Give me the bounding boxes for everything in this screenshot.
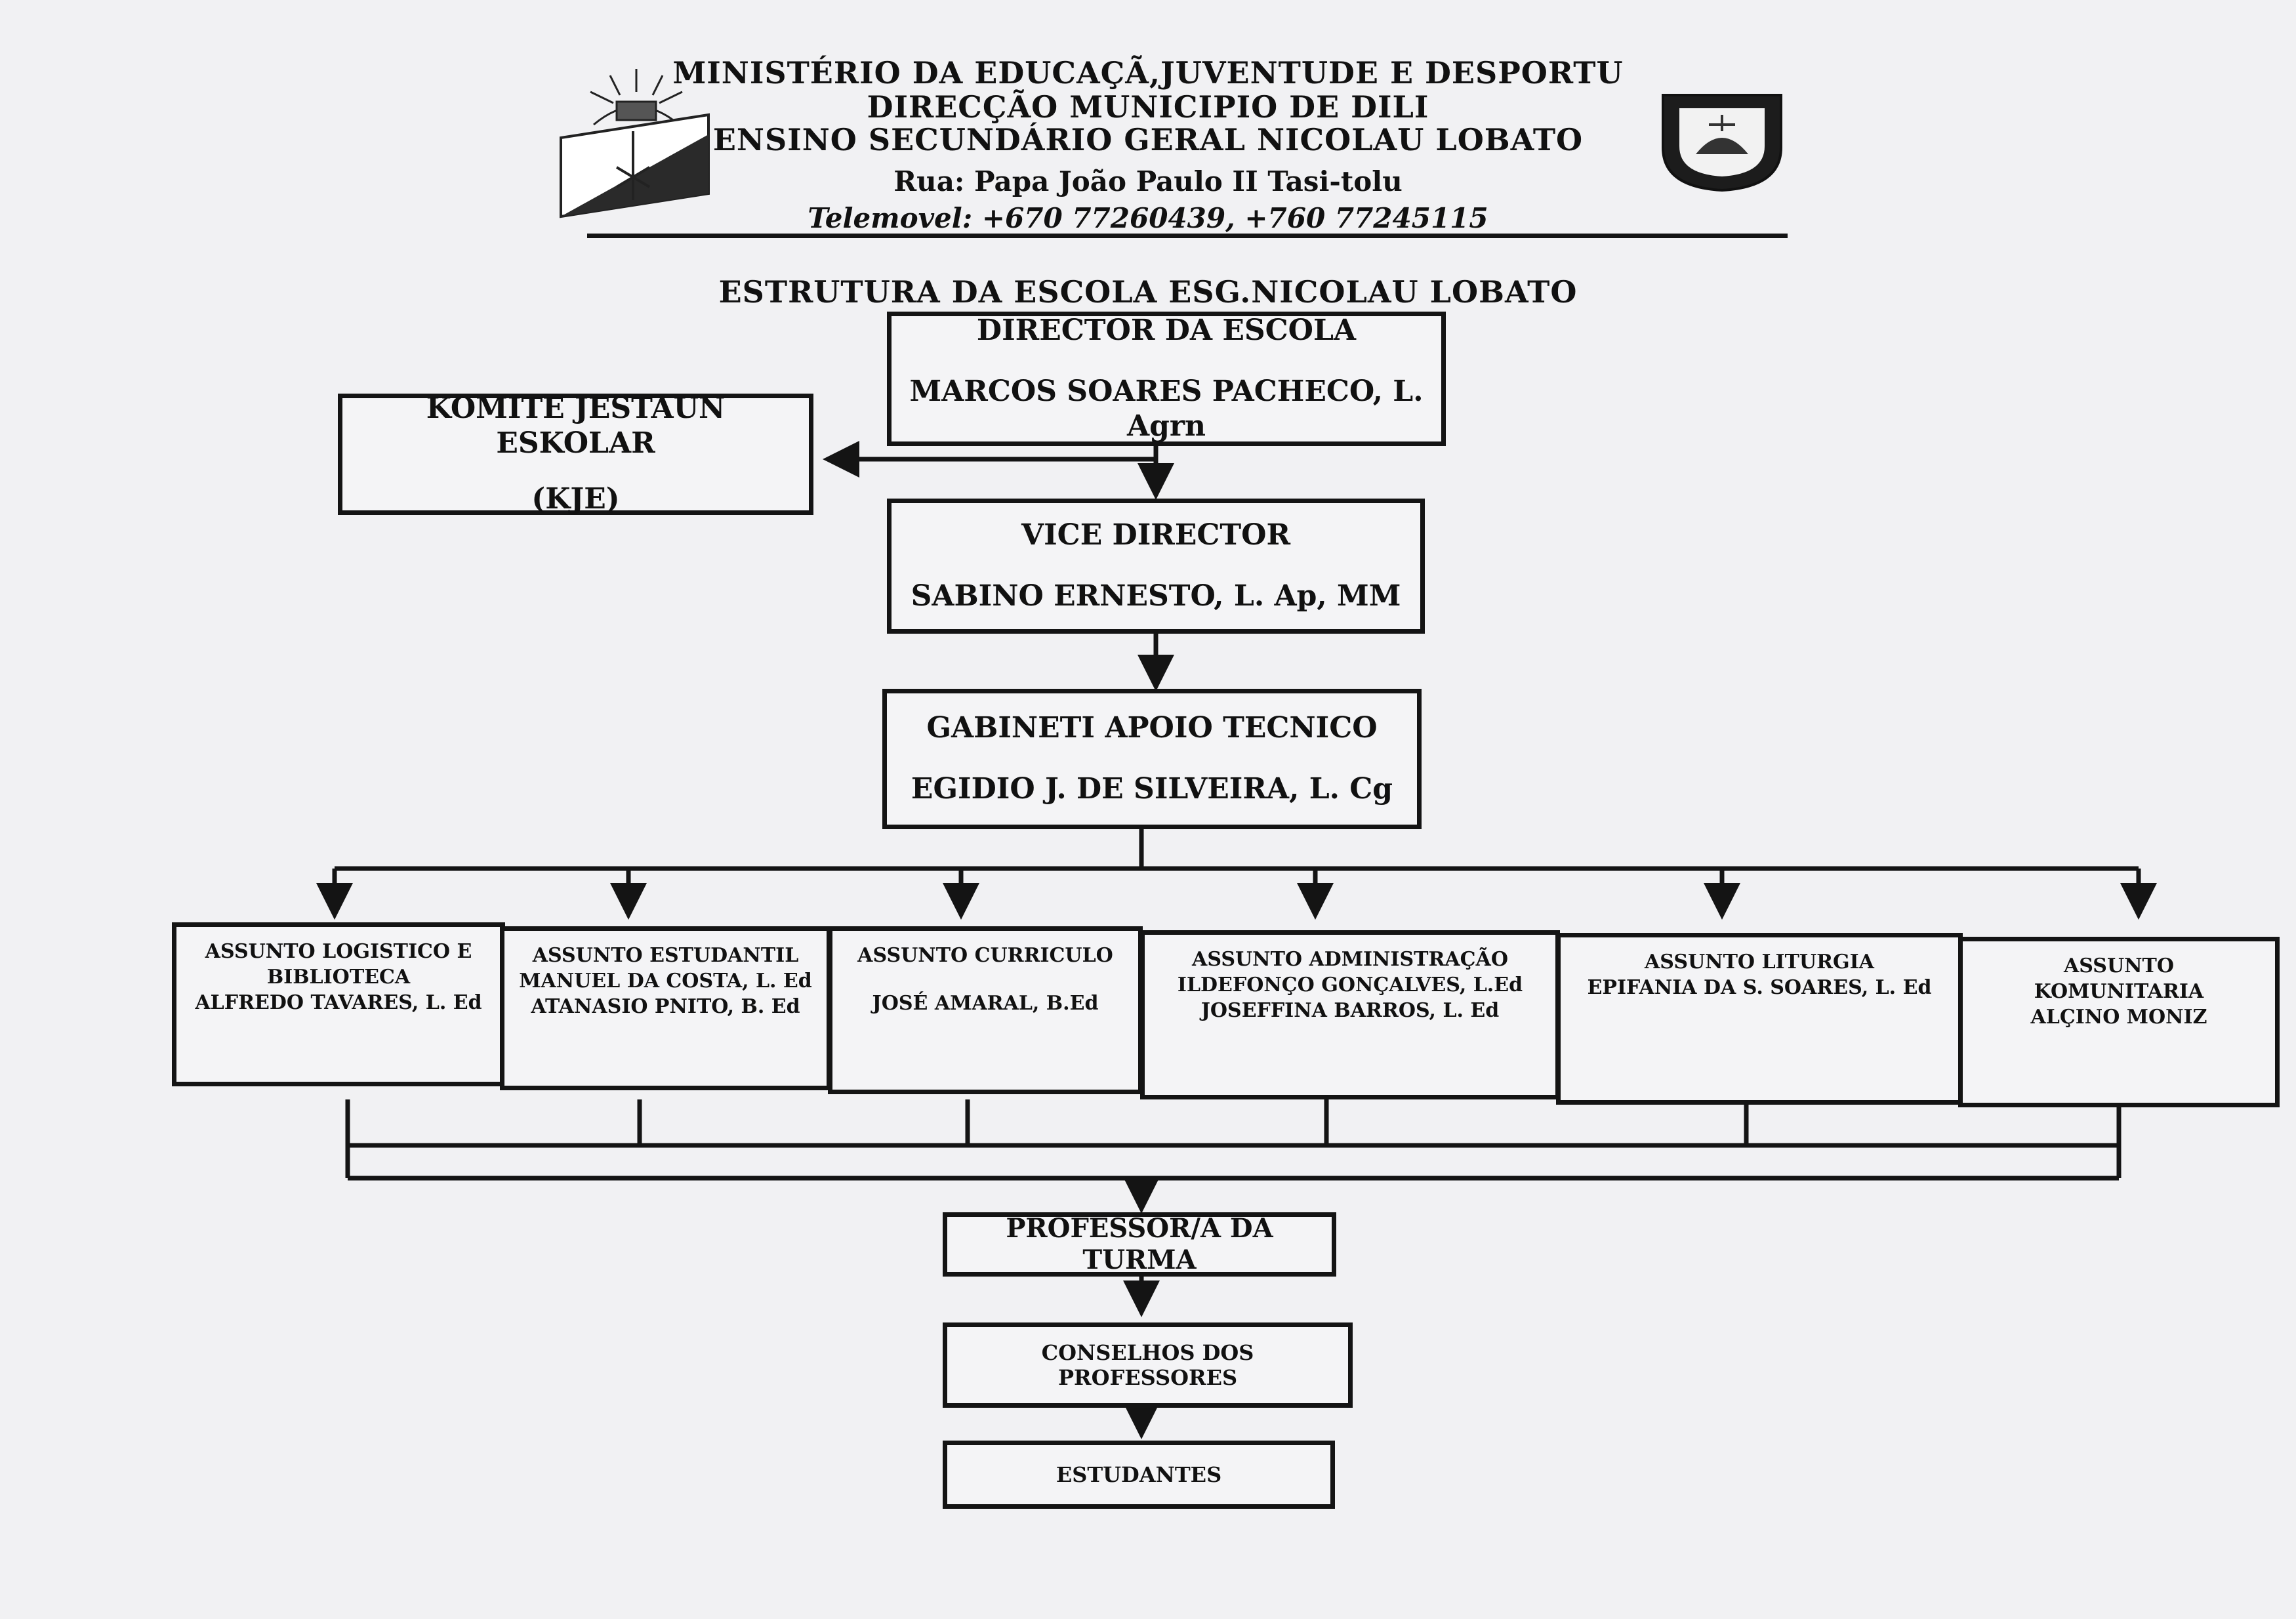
dept-logistics-box: ASSUNTO LOGISTICO E BIBLIOTECA ALFREDO T… (172, 922, 505, 1086)
director-box: DIRECTOR DA ESCOLA MARCOS SOARES PACHECO… (887, 312, 1446, 446)
technical-office-name: EGIDIO J. DE SILVEIRA, L. Cg (911, 772, 1393, 806)
committee-box: KOMITE JESTAUN ESKOLAR (KJE) (338, 392, 813, 516)
dept-liturgy-box: ASSUNTO LITURGIA EPIFANIA DA S. SOARES, … (1556, 933, 1963, 1105)
dept-logistics-title: ASSUNTO LOGISTICO E (205, 940, 472, 963)
dept-student-head: MANUEL DA COSTA, L. Ed (519, 970, 812, 993)
technical-office-role: GABINETI APOIO TECNICO (926, 711, 1378, 745)
dept-community-title: ASSUNTO (2064, 954, 2174, 977)
director-name: MARCOS SOARES PACHECO, L. Agrn (909, 375, 1424, 443)
dept-curriculum-box: ASSUNTO CURRICULO JOSÉ AMARAL, B.Ed (828, 926, 1143, 1094)
teachers-council-label-2: PROFESSORES (1057, 1365, 1238, 1390)
dept-student-head-2: ATANASIO PNITO, B. Ed (531, 995, 800, 1018)
dept-curriculum-head: JOSÉ AMARAL, B.Ed (872, 992, 1099, 1015)
directorate-title: DIRECÇÃO MUNICIPIO DE DILI (867, 89, 1429, 125)
class-teacher-label: PROFESSOR/A DA TURMA (1006, 1213, 1273, 1275)
teachers-council-box: CONSELHOS DOS PROFESSORES (943, 1322, 1353, 1408)
director-role: DIRECTOR DA ESCOLA (976, 314, 1357, 348)
dept-student-box: ASSUNTO ESTUDANTIL MANUEL DA COSTA, L. E… (500, 926, 831, 1090)
teachers-council-label: CONSELHOS DOS (1041, 1340, 1254, 1365)
dept-administration-box: ASSUNTO ADMINISTRAÇÃO ILDEFONÇO GONÇALVE… (1140, 930, 1560, 1099)
dept-community-box: ASSUNTO KOMUNITARIA ALÇINO MONIZ (1958, 937, 2280, 1107)
school-name: ENSINO SECUNDÁRIO GERAL NICOLAU LOBATO (712, 122, 1584, 157)
school-shield-emblem-icon (1662, 94, 1782, 192)
vice-director-role: VICE DIRECTOR (1021, 518, 1291, 552)
school-flag-emblem-icon (560, 69, 710, 218)
dept-administration-head-2: JOSEFFINA BARROS, L. Ed (1200, 999, 1500, 1022)
vice-director-name: SABINO ERNESTO, L. Ap, MM (911, 579, 1401, 613)
dept-community-title-2: KOMUNITARIA (2034, 980, 2204, 1003)
dept-liturgy-title: ASSUNTO LITURGIA (1645, 951, 1874, 973)
students-label: ESTUDANTES (1056, 1462, 1222, 1487)
class-teacher-box: PROFESSOR/A DA TURMA (943, 1212, 1336, 1277)
dept-student-title: ASSUNTO ESTUDANTIL (532, 944, 799, 967)
dept-liturgy-head: EPIFANIA DA S. SOARES, L. Ed (1587, 976, 1932, 999)
school-phone: Telemovel: +670 77260439, +760 77245115 (808, 202, 1488, 234)
dept-logistics-title-2: BIBLIOTECA (266, 966, 411, 989)
dept-community-head: ALÇINO MONIZ (2030, 1006, 2207, 1029)
ministry-title: MINISTÉRIO DA EDUCAÇÃ,JUVENTUDE E DESPOR… (672, 55, 1624, 91)
vice-director-box: VICE DIRECTOR SABINO ERNESTO, L. Ap, MM (887, 499, 1425, 634)
chart-title: ESTRUTURA DA ESCOLA ESG.NICOLAU LOBATO (718, 274, 1578, 310)
dept-curriculum-title: ASSUNTO CURRICULO (857, 944, 1113, 967)
header-divider (587, 234, 1788, 238)
students-box: ESTUDANTES (943, 1441, 1335, 1509)
dept-logistics-head: ALFREDO TAVARES, L. Ed (195, 991, 482, 1014)
school-address: Rua: Papa João Paulo II Tasi-tolu (893, 165, 1403, 197)
committee-abbr: (KJE) (531, 482, 620, 516)
dept-administration-title: ASSUNTO ADMINISTRAÇÃO (1192, 948, 1508, 971)
technical-office-box: GABINETI APOIO TECNICO EGIDIO J. DE SILV… (882, 689, 1422, 829)
dept-administration-head: ILDEFONÇO GONÇALVES, L.Ed (1177, 973, 1523, 996)
committee-role: KOMITE JESTAUN ESKOLAR (426, 392, 726, 461)
